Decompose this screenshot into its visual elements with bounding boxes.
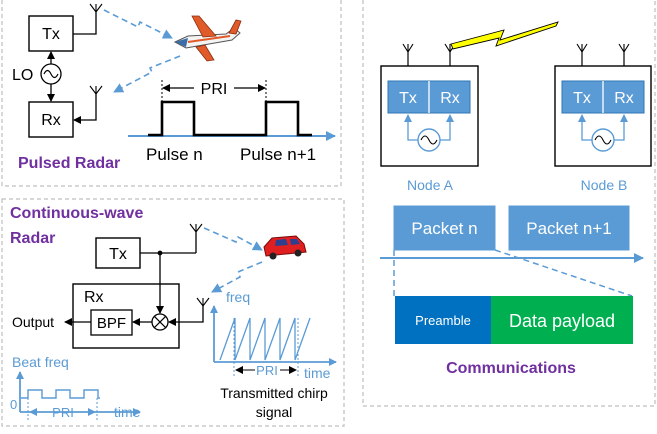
packet-n1-block [508, 205, 630, 251]
pulsed-radar-section: Tx Rx LO PRI [12, 3, 336, 172]
communications-title: Communications [446, 360, 576, 377]
pulse-train-waveform [148, 100, 312, 137]
chirp-caption-line1: Transmitted chirp [220, 385, 328, 401]
node-b-rx-label: Rx [614, 90, 634, 107]
cw-rx-wire [168, 306, 204, 326]
chirp-pri-label: PRI [256, 363, 278, 378]
node-b-label: Node B [581, 177, 628, 193]
pulsed-tx-wire [73, 12, 97, 35]
beat-time-label: time [114, 404, 141, 420]
cw-rx-antenna-icon [196, 297, 210, 307]
pulsed-outgoing-beam [103, 9, 173, 39]
packet-n1-label: Packet n+1 [526, 219, 612, 238]
node-a-rx-label: Rx [440, 90, 460, 107]
airplane-icon [173, 15, 242, 62]
pulsed-tx-label: Tx [42, 26, 60, 43]
node-b-tx-label: Tx [573, 90, 591, 107]
cw-tx-label: Tx [109, 246, 127, 263]
data-payload-label: Data payload [509, 311, 615, 331]
cw-tx-antenna-icon [189, 223, 203, 233]
pulsed-pri-label: PRI [201, 81, 228, 98]
cw-rx-label: Rx [84, 289, 104, 306]
pulsed-tx-antenna-icon [89, 3, 103, 13]
zoom-guide-right [494, 249, 633, 297]
cw-radar-title-line2: Radar [10, 230, 55, 247]
beat-freq-label: Beat freq [12, 354, 69, 370]
node-b-antenna-left-icon [576, 43, 588, 54]
cw-radar-panel [1, 198, 345, 427]
chirp-sawtooth-waveform [219, 317, 311, 361]
cw-echo-beam [211, 261, 263, 293]
packet-n-label: Packet n [411, 219, 477, 238]
chirp-time-label: time [304, 365, 331, 381]
cw-radar-title-line1: Continuous-wave [10, 205, 143, 222]
pulse-n1-label: Pulse n+1 [240, 145, 316, 164]
pulsed-echo-beam [113, 55, 181, 93]
pulsed-rx-wire [73, 94, 97, 124]
cw-bpf-label: BPF [97, 315, 126, 332]
communications-panel [362, 0, 656, 407]
node-a-antenna-left-icon [402, 43, 414, 54]
pulse-n-label: Pulse n [146, 145, 203, 164]
cw-radar-section: Continuous-wave Radar Tx Rx BPF Output [10, 205, 337, 420]
chirp-caption-line2: signal [256, 404, 293, 420]
pulsed-rx-antenna-icon [89, 85, 103, 95]
pulsed-lo-label: LO [12, 67, 33, 84]
pulsed-radar-title: Pulsed Radar [18, 155, 120, 172]
pulsed-rx-label: Rx [41, 112, 61, 129]
node-a-label: Node A [407, 177, 454, 193]
cw-output-label: Output [12, 314, 54, 330]
node-b-antenna-right-icon [618, 43, 630, 54]
node-a-tx-label: Tx [399, 90, 417, 107]
beat-zero-label: 0 [10, 397, 17, 412]
sine-wave-icon [43, 69, 59, 79]
pulsed-rx-block [28, 101, 74, 138]
wireless-link-lightning-icon [450, 21, 559, 50]
data-payload-block [491, 296, 633, 344]
packet-n-block [393, 205, 496, 251]
preamble-label: Preamble [415, 313, 471, 328]
car-icon [263, 235, 307, 260]
cw-outgoing-beam [203, 227, 263, 251]
communications-section: Tx Rx Node A Tx Rx Node B Packet n Packe… [380, 21, 652, 377]
pulsed-radar-panel [1, 0, 342, 187]
beat-pri-label: PRI [52, 405, 74, 420]
preamble-block [395, 296, 491, 344]
chirp-freq-label: freq [226, 289, 250, 305]
beat-frequency-waveform [21, 389, 100, 399]
